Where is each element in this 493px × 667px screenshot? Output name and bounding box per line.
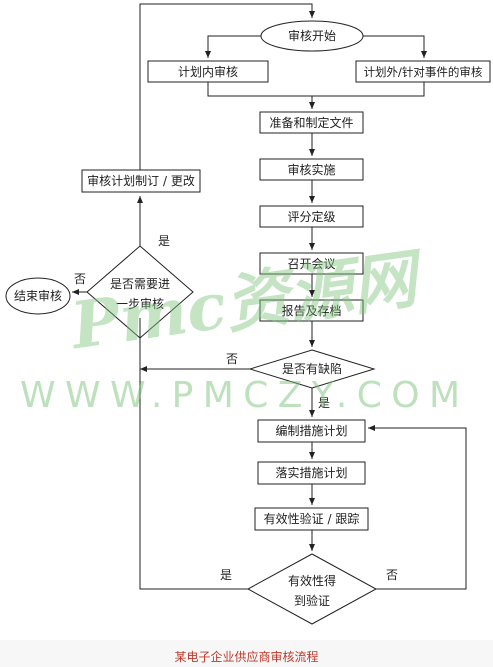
external-audit-box: 计划外/针对事件的审核 — [363, 65, 483, 79]
need-more-diamond-line2: 一步审核 — [115, 297, 164, 311]
revise-plan-box-shape — [81, 169, 201, 193]
start-node: 审核开始 — [287, 29, 336, 43]
has-defects-diamond: 是否有缺陷 — [281, 362, 342, 376]
merge-connector — [207, 82, 425, 97]
defects-no-label: 否 — [226, 352, 239, 366]
revise-plan-box: 审核计划制订 / 更改 — [87, 174, 195, 188]
verified-diamond-shape — [246, 553, 378, 625]
verified-diamond-line2: 到验证 — [293, 594, 330, 608]
need-more-yes-label: 是 — [158, 234, 171, 248]
end-node: 结束审核 — [13, 289, 62, 303]
internal-audit-box: 计划内审核 — [177, 65, 238, 79]
end-node-shape — [5, 277, 71, 315]
start-to-internal-connector — [205, 35, 261, 58]
external-audit-box-shape — [355, 60, 491, 83]
verified-yes-connector — [139, 318, 248, 590]
verified-diamond-line1: 有效性得 — [287, 574, 336, 588]
meeting-box: 召开会议 — [287, 257, 336, 271]
caption-bar — [0, 640, 493, 667]
verify-box: 有效性验证 / 跟踪 — [263, 512, 360, 526]
verified-no-connector — [368, 425, 467, 590]
revise-to-start-connector — [139, 3, 315, 170]
prepare-docs-box: 准备和制定文件 — [269, 116, 354, 130]
start-to-external-connector — [363, 35, 427, 58]
flowchart-connectors — [5, 3, 491, 625]
report-box: 报告及存档 — [281, 304, 342, 318]
plan-measures-box: 编制措施计划 — [275, 424, 348, 438]
defects-yes-label: 是 — [318, 396, 331, 410]
execute-measures-box: 落实措施计划 — [275, 466, 348, 480]
need-more-no-label: 否 — [74, 272, 87, 286]
implement-box: 审核实施 — [287, 163, 336, 177]
flowchart-canvas: 审核开始 计划内审核 计划外/针对事件的审核 准备和制定文件 审核实施 评分定级… — [5, 3, 491, 625]
rating-box: 评分定级 — [287, 210, 336, 224]
need-more-diamond-line1: 是否需要进 — [109, 277, 170, 291]
need-more-diamond-shape — [86, 245, 194, 339]
figure-caption: 某电子企业供应商审核流程 — [174, 650, 319, 664]
verified-no-label: 否 — [386, 568, 399, 582]
verified-yes-label: 是 — [220, 568, 233, 582]
